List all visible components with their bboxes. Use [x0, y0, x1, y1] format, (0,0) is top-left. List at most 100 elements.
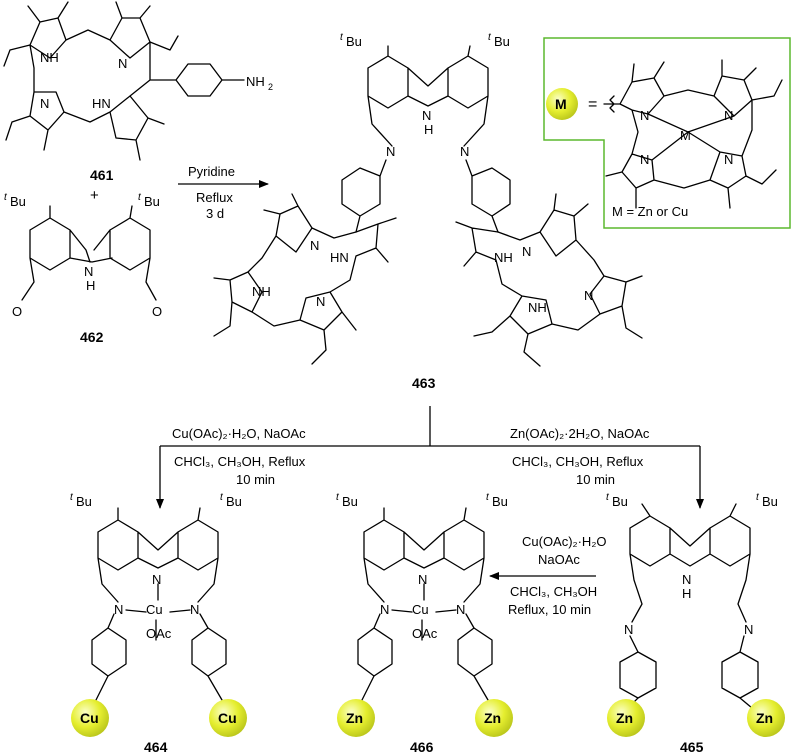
atom-n: N — [522, 244, 531, 259]
plus-sign: + — [90, 187, 99, 204]
atom-n: N — [40, 96, 49, 111]
atom-oac: OAc — [146, 626, 172, 641]
tbu-t: t — [220, 492, 224, 503]
condition-reflux: Reflux — [196, 190, 233, 205]
condition-trans-2: NaOAc — [538, 552, 580, 567]
tbu-bu: Bu — [494, 34, 510, 49]
metal-ball-label: Cu — [80, 710, 99, 726]
atom-n: N — [744, 622, 753, 637]
atom-h: H — [86, 278, 95, 293]
atom-n: N — [190, 602, 199, 617]
compound-label-463: 463 — [412, 375, 436, 391]
atom-n: N — [624, 622, 633, 637]
metal-ball-label: Cu — [218, 710, 237, 726]
metal-ball-zn — [607, 699, 645, 737]
atom-cu: Cu — [412, 602, 429, 617]
compound-461-structure: NH N N HN NH 2 — [3, 1, 273, 161]
atom-n: N — [724, 152, 733, 167]
compound-label-466: 466 — [410, 739, 434, 755]
condition-time: 3 d — [206, 206, 224, 221]
metal-legend-box: M = N N N N M M = Zn or Cu — [543, 37, 791, 229]
atom-n: N — [84, 264, 93, 279]
atom-n: N — [682, 572, 691, 587]
condition-cu-2: CHCl₃, CH₃OH, Reflux — [174, 454, 306, 469]
metal-ball-label: Zn — [484, 710, 501, 726]
atom-n: N — [118, 56, 127, 71]
tbu-t: t — [138, 192, 142, 203]
compound-label-464: 464 — [144, 739, 168, 755]
tbu-t: t — [70, 492, 74, 503]
tbu-t: t — [756, 492, 760, 503]
metal-ball-zn — [475, 699, 513, 737]
condition-cu-3: 10 min — [236, 472, 275, 487]
metal-ball-label: Zn — [346, 710, 363, 726]
tbu-bu: Bu — [76, 494, 92, 509]
atom-nh: NH — [528, 300, 547, 315]
subscript: 2 — [268, 82, 273, 92]
atom-nh: NH — [494, 250, 513, 265]
atom-hn: HN — [92, 96, 111, 111]
atom-nh: NH — [40, 50, 59, 65]
condition-trans-4: Reflux, 10 min — [508, 602, 591, 617]
tbu-bu: Bu — [226, 494, 242, 509]
compound-label-465: 465 — [680, 739, 704, 755]
atom-n: N — [456, 602, 465, 617]
tbu-bu: Bu — [342, 494, 358, 509]
compound-463-structure: t Bu t Bu N H N N NH N HN N N NH N NH — [213, 32, 643, 367]
atom-n: N — [310, 238, 319, 253]
metal-center-label: M — [680, 128, 691, 143]
atom-n: N — [418, 572, 427, 587]
atom-hn: HN — [330, 250, 349, 265]
atom-n: N — [380, 602, 389, 617]
atom-n: N — [640, 152, 649, 167]
condition-trans-1: Cu(OAc)₂·H₂O — [522, 534, 606, 549]
compound-label-461: 461 — [90, 167, 114, 183]
compound-465-structure: t Bu t Bu N H N N Zn Zn — [606, 492, 785, 737]
tbu-bu: Bu — [10, 194, 26, 209]
atom-n: N — [724, 108, 733, 123]
tbu-bu: Bu — [492, 494, 508, 509]
atom-cu: Cu — [146, 602, 163, 617]
tbu-t: t — [340, 32, 344, 43]
atom-h: H — [682, 586, 691, 601]
condition-zn-3: 10 min — [576, 472, 615, 487]
condition-cu-1: Cu(OAc)₂·H₂O, NaOAc — [172, 426, 306, 441]
atom-o: O — [152, 304, 162, 319]
tbu-t: t — [336, 492, 340, 503]
atom-n: N — [422, 108, 431, 123]
atom-n: N — [152, 572, 161, 587]
metal-ball-cu — [71, 699, 109, 737]
compound-466-structure: t Bu t Bu N N Cu N OAc Zn Zn — [336, 492, 513, 737]
compound-label-462: 462 — [80, 329, 104, 345]
metal-ball-cu — [209, 699, 247, 737]
compound-464-structure: t Bu t Bu N N Cu N OAc Cu Cu — [70, 492, 247, 737]
compound-462-structure: t Bu t Bu N H O O — [4, 192, 162, 319]
atom-nh2: NH — [246, 74, 265, 89]
atom-n: N — [584, 288, 593, 303]
condition-zn-1: Zn(OAc)₂·2H₂O, NaOAc — [510, 426, 650, 441]
condition-trans-3: CHCl₃, CH₃OH — [510, 584, 597, 599]
metal-ball-label: Zn — [616, 710, 633, 726]
legend-caption: M = Zn or Cu — [612, 204, 688, 219]
atom-n: N — [386, 144, 395, 159]
tbu-t: t — [606, 492, 610, 503]
metal-ball-label: M — [555, 96, 567, 112]
tbu-bu: Bu — [762, 494, 778, 509]
metal-ball-zn — [337, 699, 375, 737]
metal-ball — [546, 88, 578, 120]
atom-n: N — [114, 602, 123, 617]
branch-arrows — [156, 406, 704, 580]
atom-n: N — [640, 108, 649, 123]
condition-pyridine: Pyridine — [188, 164, 235, 179]
condition-zn-2: CHCl₃, CH₃OH, Reflux — [512, 454, 644, 469]
equals-sign: = — [588, 96, 597, 113]
tbu-t: t — [4, 192, 8, 203]
tbu-t: t — [486, 492, 490, 503]
tbu-bu: Bu — [346, 34, 362, 49]
atom-h: H — [424, 122, 433, 137]
tbu-t: t — [488, 32, 492, 43]
metal-ball-label: Zn — [756, 710, 773, 726]
metal-ball-zn — [747, 699, 785, 737]
atom-n: N — [460, 144, 469, 159]
